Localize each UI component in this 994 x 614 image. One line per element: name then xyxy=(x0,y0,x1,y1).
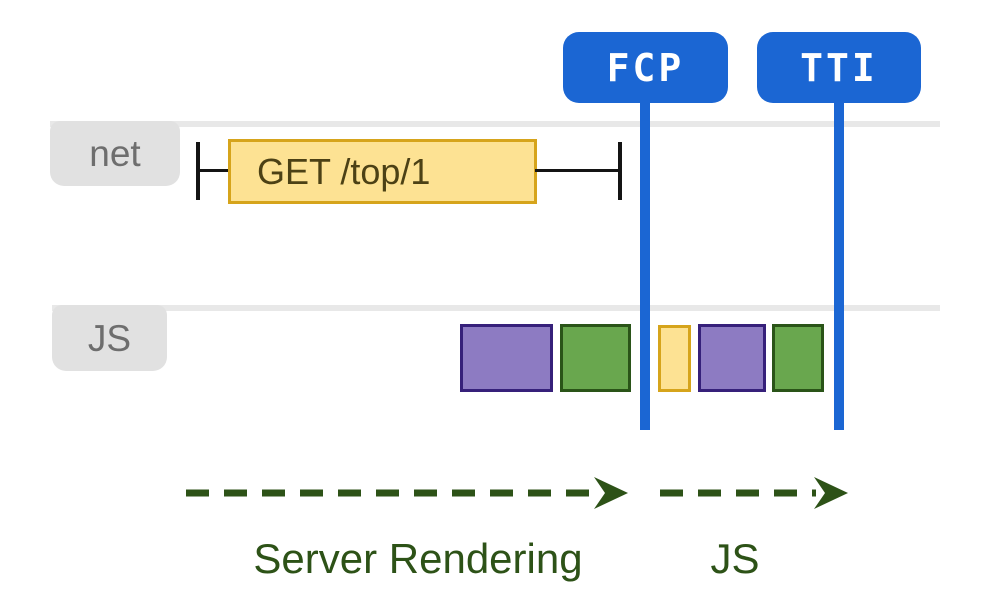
js-arrow-head xyxy=(814,477,848,509)
js-task-green-2 xyxy=(772,324,824,392)
tti-badge: TTI xyxy=(757,32,921,103)
js-phase-label: JS xyxy=(710,535,760,582)
fcp-marker-line xyxy=(640,98,650,430)
net-lane-track-line xyxy=(50,121,940,127)
net-lane-tab: net xyxy=(50,121,180,186)
request-right-whisker xyxy=(535,169,620,172)
js-lane-tab: JS xyxy=(52,305,167,371)
js-task-purple-2 xyxy=(698,324,766,392)
tti-badge-label: TTI xyxy=(800,45,878,90)
js-lane-track-line xyxy=(52,305,940,311)
js-task-green-1 xyxy=(560,324,631,392)
js-lane-label: JS xyxy=(87,317,132,359)
tti-marker-line xyxy=(834,98,844,430)
request-end-tick xyxy=(618,142,622,200)
network-request-bar: GET /top/1 xyxy=(228,139,537,204)
fcp-badge-label: FCP xyxy=(606,45,685,90)
request-left-whisker xyxy=(198,169,230,172)
net-lane-label: net xyxy=(89,133,141,174)
js-task-yellow-1 xyxy=(658,325,691,392)
fcp-badge: FCP xyxy=(563,32,728,103)
js-task-purple-1 xyxy=(460,324,553,392)
server-rendering-arrow-head xyxy=(594,477,628,509)
network-request-label: GET /top/1 xyxy=(257,150,431,192)
server-rendering-phase-label: Server Rendering xyxy=(253,535,583,582)
